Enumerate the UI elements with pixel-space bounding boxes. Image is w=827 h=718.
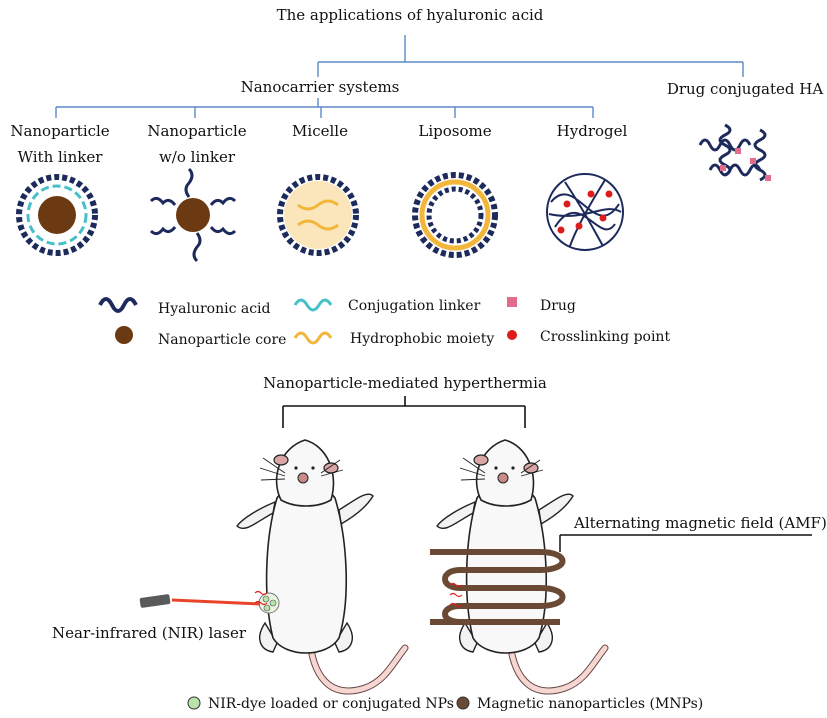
nir-laser-label: Near-infrared (NIR) laser: [52, 624, 247, 642]
nanoparticle-with-linker-icon: [16, 174, 98, 256]
legend-hyaluronic-acid: Hyaluronic acid: [98, 297, 271, 317]
legend-crosslinking-point: Crosslinking point: [507, 329, 670, 345]
nanocarrier-systems-label: Nanocarrier systems: [241, 78, 400, 96]
svg-text:NIR-dye loaded or conjugated N: NIR-dye loaded or conjugated NPs: [208, 696, 454, 712]
legend-hydrophobic-moiety: Hydrophobic moiety: [293, 331, 494, 347]
legend-drug: Drug: [507, 297, 576, 314]
legend-conjugation-linker: Conjugation linker: [293, 298, 481, 314]
amf-label: Alternating magnetic field (AMF): [573, 514, 827, 532]
legend-mnps: Magnetic nanoparticles (MNPs): [456, 696, 703, 712]
svg-text:Magnetic nanoparticles (MNPs): Magnetic nanoparticles (MNPs): [477, 696, 703, 712]
carrier-label-nanoparticle-linker-2: With linker: [18, 148, 104, 166]
hyperthermia-bracket: [282, 396, 526, 428]
micelle-icon: [277, 174, 359, 256]
drug-conjugated-ha-label: Drug conjugated HA: [667, 80, 824, 98]
mouse-nir: [237, 440, 405, 691]
drug-conjugated-ha-icon: [698, 123, 771, 182]
diagram-title: The applications of hyaluronic acid: [277, 6, 544, 24]
legend-nir-dye: NIR-dye loaded or conjugated NPs: [187, 696, 454, 712]
heat-waves-left: [254, 590, 268, 606]
liposome-icon: [412, 172, 498, 258]
hydrogel-icon: [546, 173, 624, 251]
carrier-label-liposome: Liposome: [418, 122, 491, 140]
svg-text:Drug: Drug: [540, 298, 576, 314]
nanoparticle-without-linker-icon: [149, 167, 237, 263]
carrier-label-nanoparticle-nolinker-1: Nanoparticle: [147, 122, 246, 140]
svg-text:Hyaluronic acid: Hyaluronic acid: [158, 301, 271, 317]
svg-text:Hydrophobic moiety: Hydrophobic moiety: [350, 331, 494, 347]
legend-nanoparticle-core: Nanoparticle core: [115, 326, 286, 348]
nir-laser-icon: [139, 594, 261, 608]
svg-text:Nanoparticle core: Nanoparticle core: [158, 332, 286, 348]
carrier-label-hydrogel: Hydrogel: [557, 122, 628, 140]
svg-text:Conjugation linker: Conjugation linker: [348, 298, 481, 314]
heat-waves-right: [449, 582, 463, 608]
svg-text:Crosslinking point: Crosslinking point: [540, 329, 670, 345]
carrier-label-nanoparticle-linker-1: Nanoparticle: [10, 122, 109, 140]
carrier-label-nanoparticle-nolinker-2: w/o linker: [159, 148, 236, 166]
mouse-amf: [437, 440, 605, 691]
amf-coil-icon: [430, 549, 566, 625]
tree-connectors: [55, 35, 744, 118]
carrier-label-micelle: Micelle: [292, 122, 348, 140]
hyperthermia-title: Nanoparticle-mediated hyperthermia: [263, 374, 547, 392]
